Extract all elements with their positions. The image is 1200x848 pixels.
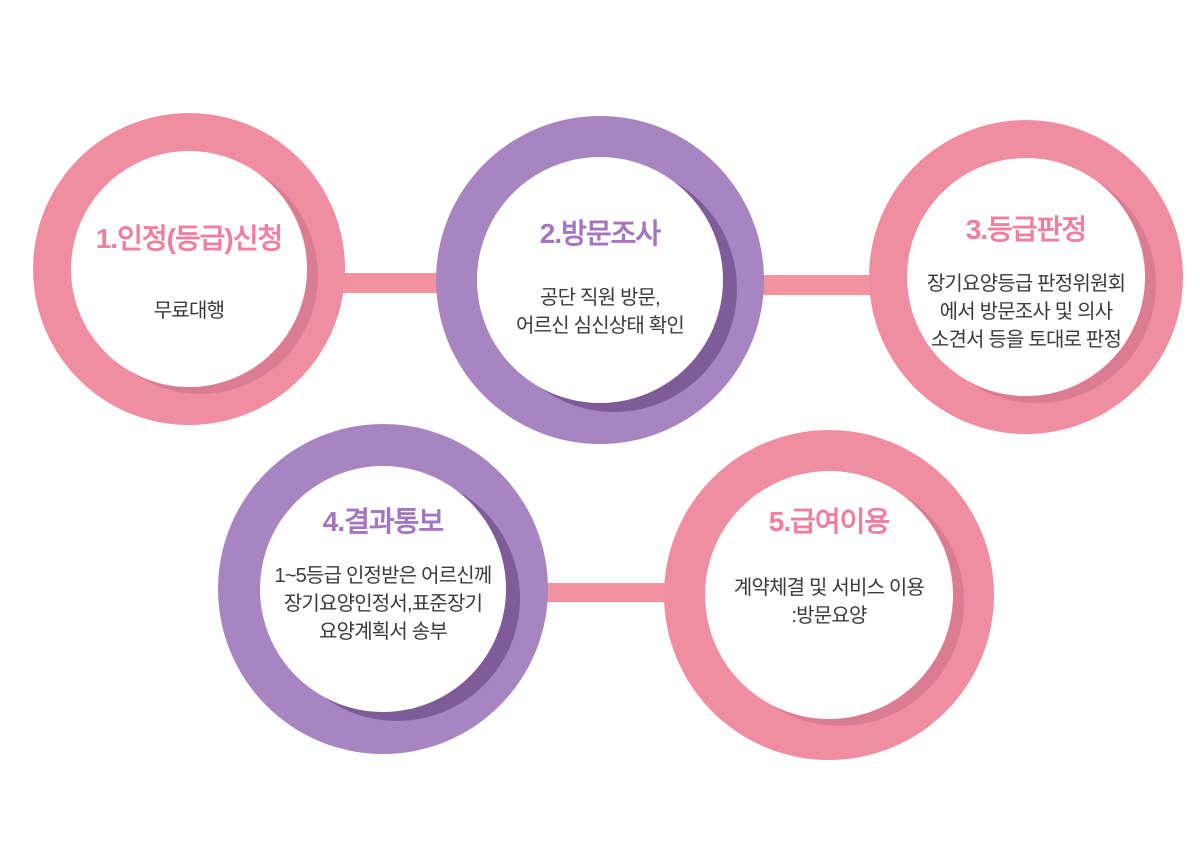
step-5-description: 계약체결 및 서비스 이용 :방문요양 [733,574,925,630]
step-5-body-line-1: 계약체결 및 서비스 이용 [733,577,925,599]
step-3-inner-disc [907,158,1145,396]
step-1-body-line-1: 무료대행 [153,300,225,322]
step-1-circle: 1.인정(등급)신청 무료대행 [33,113,345,425]
step-5-content: 5.급여이용 계약체결 및 서비스 이용 :방문요양 [664,404,994,734]
step-3-body-line-3: 소견서 등을 토대로 판정 [930,329,1122,351]
step-4-circle: 4.결과통보 1~5등급 인정받은 어르신께 장기요양인정서,표준장기 요양계획… [218,424,548,754]
step-2-body-line-2: 어르신 심신상태 확인 [516,315,685,337]
connector-step4-step5 [540,583,675,602]
step-2-inner-disc [477,157,723,403]
step-2-content: 2.방문조사 공단 직원 방문, 어르신 심신상태 확인 [436,116,764,444]
step-2-description: 공단 직원 방문, 어르신 심신상태 확인 [516,284,685,340]
step-5-body-line-2: :방문요양 [791,605,867,627]
connector-step1-step2 [335,273,445,293]
step-4-content: 4.결과통보 1~5등급 인정받은 어르신께 장기요양인정서,표준장기 요양계획… [218,412,548,742]
step-3-content: 3.등급판정 장기요양등급 판정위원회 에서 방문조사 및 의사 소견서 등을 … [869,128,1183,442]
step-4-inner-disc [260,466,506,712]
connector-step2-step3 [752,275,877,295]
step-4-description: 1~5등급 인정받은 어르신께 장기요양인정서,표준장기 요양계획서 송부 [274,562,492,646]
step-4-title: 4.결과통보 [322,506,444,537]
step-1-description: 무료대행 [153,297,225,325]
step-4-body-line-1: 1~5등급 인정받은 어르신께 [274,565,492,587]
step-3-title: 3.등급판정 [965,214,1087,245]
step-3-body-line-2: 에서 방문조사 및 의사 [939,301,1113,323]
step-1-title: 1.인정(등급)신청 [95,223,284,254]
step-2-body-line-1: 공단 직원 방문, [540,287,661,309]
step-3-description: 장기요양등급 판정위원회 에서 방문조사 및 의사 소견서 등을 토대로 판정 [926,270,1126,354]
step-5-circle: 5.급여이용 계약체결 및 서비스 이용 :방문요양 [664,430,994,760]
step-3-circle: 3.등급판정 장기요양등급 판정위원회 에서 방문조사 및 의사 소견서 등을 … [869,120,1183,434]
step-5-inner-disc [705,471,953,719]
step-1-inner-disc [71,151,307,387]
step-1-content: 1.인정(등급)신청 무료대행 [33,119,345,431]
step-2-title: 2.방문조사 [539,218,661,249]
step-4-body-line-2: 장기요양인정서,표준장기 [283,593,483,615]
step-5-title: 5.급여이용 [768,506,890,537]
step-4-body-line-3: 요양계획서 송부 [319,621,448,643]
step-2-circle: 2.방문조사 공단 직원 방문, 어르신 심신상태 확인 [436,116,764,444]
step-3-body-line-1: 장기요양등급 판정위원회 [926,273,1126,295]
